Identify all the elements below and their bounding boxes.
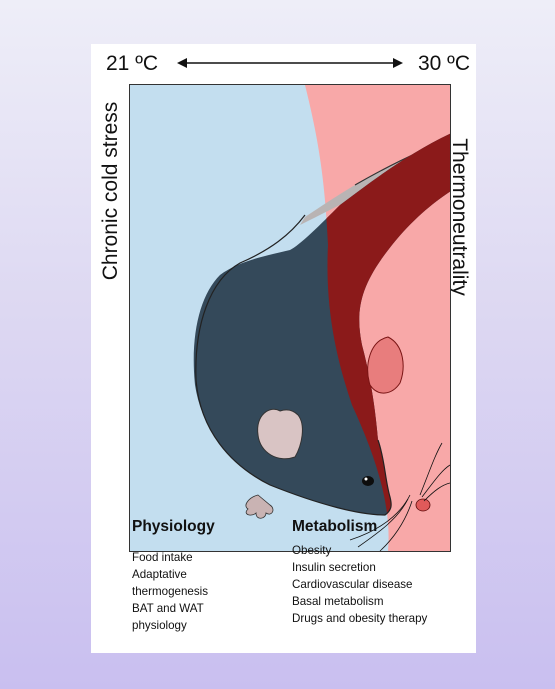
double-arrow-icon bbox=[177, 56, 403, 70]
metabolism-title: Metabolism bbox=[292, 518, 377, 536]
list-item: thermogenesis bbox=[132, 583, 208, 600]
list-item: Drugs and obesity therapy bbox=[292, 610, 427, 627]
list-item: Obesity bbox=[292, 542, 427, 559]
figure-card: 21 ºC 30 ºC Chronic cold stress Thermone… bbox=[91, 44, 476, 653]
list-item: Food intake bbox=[132, 549, 208, 566]
list-item: Adaptative bbox=[132, 566, 208, 583]
list-item: Insulin secretion bbox=[292, 559, 427, 576]
nose bbox=[416, 499, 430, 511]
eye bbox=[362, 476, 374, 486]
list-item: Basal metabolism bbox=[292, 593, 427, 610]
metabolism-list: Obesity Insulin secretion Cardiovascular… bbox=[292, 542, 427, 627]
list-item: BAT and WAT bbox=[132, 600, 208, 617]
physiology-list: Food intake Adaptative thermogenesis BAT… bbox=[132, 549, 208, 634]
list-item: physiology bbox=[132, 617, 208, 634]
chronic-cold-stress-label: Chronic cold stress bbox=[99, 102, 123, 281]
temp-low-label: 21 ºC bbox=[106, 52, 158, 76]
mouse-illustration-panel bbox=[129, 84, 451, 552]
physiology-title: Physiology bbox=[132, 518, 215, 536]
list-item: Cardiovascular disease bbox=[292, 576, 427, 593]
mouse-illustration bbox=[130, 85, 450, 551]
temp-high-label: 30 ºC bbox=[418, 52, 470, 76]
